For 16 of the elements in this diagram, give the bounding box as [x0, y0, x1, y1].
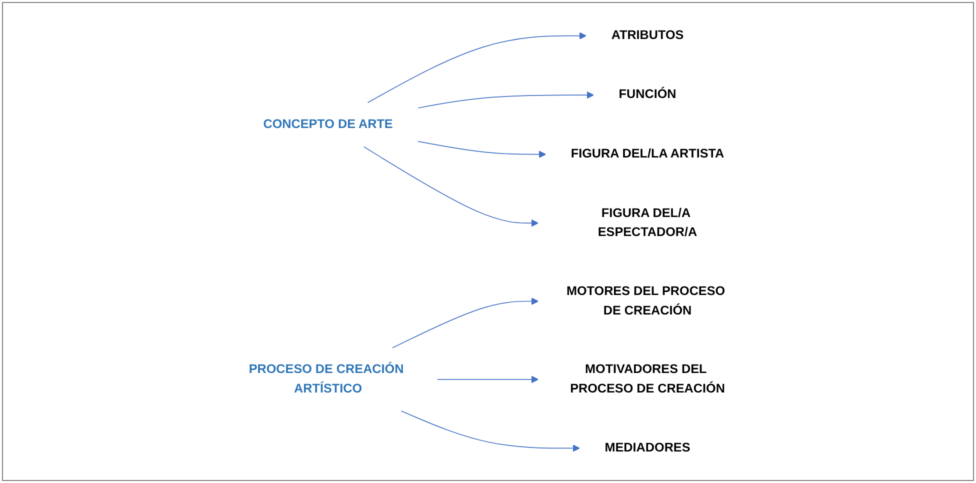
arrow — [418, 140, 546, 158]
arrow — [401, 410, 580, 452]
arrow — [392, 297, 539, 348]
node-text: PROCESO DE CREACIÓN ARTÍSTICO — [249, 362, 404, 395]
node-text: FIGURA DEL/LA ARTISTA — [571, 146, 724, 160]
node-text: FUNCIÓN — [619, 86, 676, 102]
node-text: FIGURA DEL/A ESPECTADOR/A — [598, 205, 698, 239]
node-text: MOTIVADORES DEL PROCESO DE CREACIÓN — [570, 362, 726, 395]
arrow — [437, 375, 539, 383]
arrow — [418, 90, 594, 108]
node-text: MEDIADORES — [604, 440, 690, 454]
node-text: ATRIBUTOS — [612, 28, 684, 42]
node-text: MOTORES DEL PROCESO DE CREACIÓN — [566, 284, 726, 317]
arrow — [364, 146, 539, 226]
node-text: CONCEPTO DE ARTE — [263, 116, 394, 131]
arrow — [367, 32, 587, 103]
